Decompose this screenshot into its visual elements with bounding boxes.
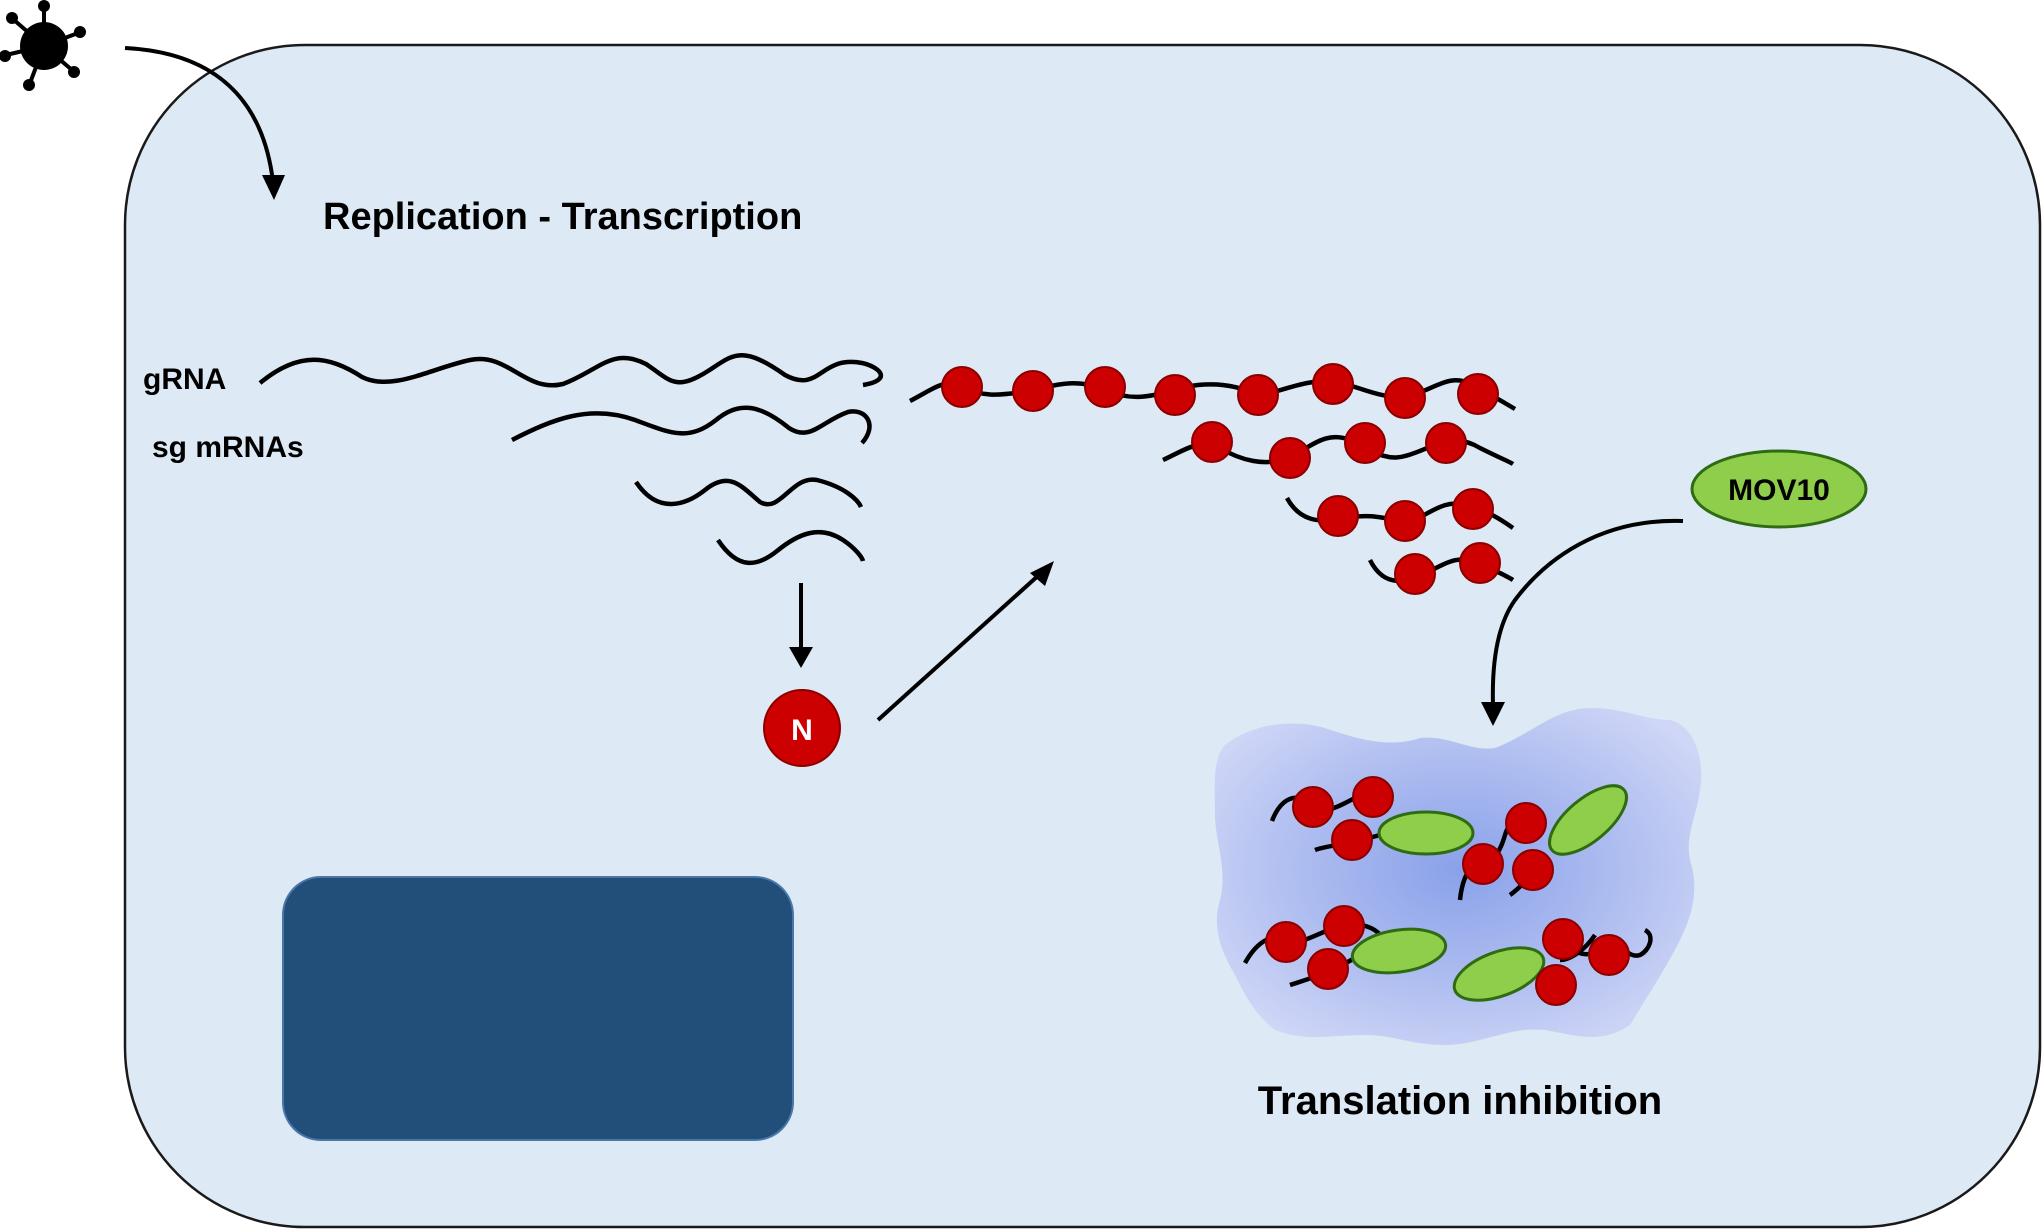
binding-arrowhead [1030,561,1054,586]
sgmrnas-label: sg mRNAs [152,431,304,464]
n-protein-label: N [791,714,813,747]
mov10-ellipse-icon [1690,449,1868,529]
title-label: Replication - Transcription [323,196,802,238]
n-coated-rna-group [908,363,1517,595]
condensate-contents [1243,776,1653,1006]
naked-rna-group [258,353,884,566]
translation-arrowhead [789,647,813,668]
mov10-arrowhead [1481,702,1505,726]
grna-label: gRNA [143,363,226,396]
sgmrna-strand-2 [634,477,864,509]
mov10-arrow [1490,518,1684,706]
nucleus [282,876,794,1141]
n-protein-circle-icon [763,689,841,767]
mov10-label: MOV10 [1728,474,1830,507]
entry-arrow [124,46,275,183]
virus-icon [0,0,86,91]
sgmrna-strand-1 [510,405,872,445]
translation-inhibition-label: Translation inhibition [1258,1079,1662,1123]
binding-arrow [876,572,1042,722]
entry-arrowhead [262,175,285,200]
sgmrna-strand-3 [716,529,866,566]
grna-strand [258,353,884,388]
